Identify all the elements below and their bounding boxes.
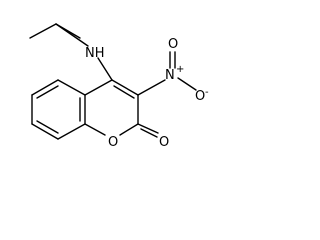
atom-nitro-o-top: O bbox=[168, 37, 178, 52]
carbonyl-group bbox=[137, 123, 159, 138]
bond-nitro-o-right bbox=[177, 77, 197, 91]
bond-c4-c3 bbox=[111, 79, 139, 96]
bond-c2-o1 bbox=[119, 123, 139, 136]
nitro-minus-charge: - bbox=[205, 87, 209, 98]
nitro-plus-charge: + bbox=[176, 64, 184, 75]
atom-nh: NH bbox=[85, 46, 105, 61]
bond-c2-carbonyl-double bbox=[140, 128, 158, 138]
bond-c5-c6 bbox=[31, 79, 59, 96]
benzene-ring bbox=[31, 79, 86, 140]
pyranone-ring bbox=[84, 79, 139, 136]
bond-ch-nh bbox=[55, 23, 89, 47]
atom-ring-o: O bbox=[108, 135, 118, 150]
bond-aromatic-inner-1 bbox=[36, 85, 59, 99]
bond-o1-c8a bbox=[84, 123, 106, 136]
bond-c4a-c5 bbox=[57, 79, 86, 96]
bond-nh-c4 bbox=[97, 57, 113, 81]
bond-c4-c3-inner bbox=[113, 85, 135, 99]
isopropyl-group bbox=[29, 23, 89, 47]
bond-c3-nitro bbox=[137, 79, 166, 96]
bond-c8-c8a bbox=[57, 123, 86, 140]
nitro-group bbox=[137, 51, 197, 96]
atom-carbonyl-o: O bbox=[159, 135, 169, 150]
molecule-structure: NH N + O O - O O bbox=[29, 23, 209, 150]
atom-nitro-o-right: O bbox=[195, 89, 205, 104]
bond-c2-carbonyl bbox=[137, 123, 159, 134]
bond-methyl-left bbox=[29, 23, 57, 39]
bond-aromatic-inner-2 bbox=[36, 120, 59, 134]
bond-c4a-c4 bbox=[84, 79, 113, 96]
atom-nitro-n: N bbox=[165, 68, 175, 83]
bond-c7-c8 bbox=[31, 123, 59, 140]
